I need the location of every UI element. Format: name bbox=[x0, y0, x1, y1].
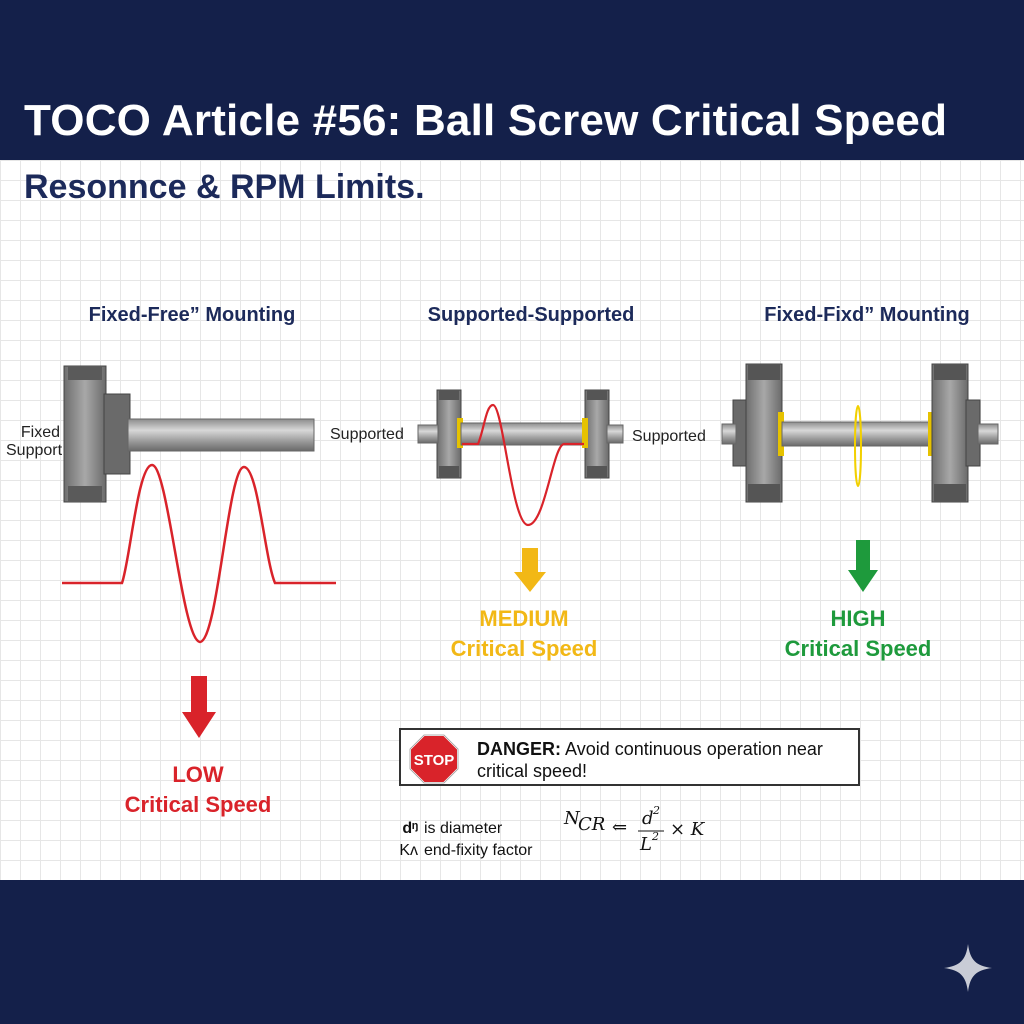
left-stub bbox=[417, 424, 439, 444]
left-bearing bbox=[457, 418, 463, 448]
high-arrow-icon bbox=[848, 540, 878, 592]
formula-times-k: × K bbox=[670, 819, 706, 840]
high-verdict-caption: Critical Speed bbox=[784, 636, 932, 661]
fixed-fixed-assembly bbox=[721, 363, 999, 592]
fixed-support-cap-top bbox=[68, 366, 102, 380]
medium-verdict-level: MEDIUM bbox=[479, 606, 569, 631]
formula-numerator: d bbox=[642, 808, 654, 829]
medium-speed-wave bbox=[462, 403, 584, 527]
low-arrow-icon bbox=[182, 676, 216, 738]
left-fixed-base bbox=[748, 484, 780, 502]
variable-definitions: dᵑ is diameter Kʌ end-fixity factor bbox=[392, 818, 532, 862]
right-stub bbox=[606, 424, 624, 444]
low-verdict-level: LOW bbox=[172, 762, 224, 787]
stop-sign-text: STOP bbox=[414, 752, 455, 769]
formula-lhs-sub: CR bbox=[578, 814, 605, 835]
danger-message: DANGER: Avoid continuous operation near … bbox=[477, 738, 857, 782]
formula-lhs: N bbox=[563, 808, 581, 829]
fixed-support-block bbox=[63, 365, 107, 503]
high-critical-speed: HIGH Critical Speed bbox=[728, 604, 988, 664]
danger-label: DANGER: bbox=[477, 739, 561, 759]
right-support-block bbox=[584, 389, 610, 479]
fixed-support-cap-bottom bbox=[68, 486, 102, 502]
low-speed-wave bbox=[62, 463, 336, 644]
right-fixed-stub bbox=[977, 423, 999, 445]
definition-diameter-text: is diameter bbox=[424, 820, 503, 837]
right-fixed-cap bbox=[934, 364, 966, 380]
right-fixed-block bbox=[931, 363, 969, 503]
fixed-support-label: Fixed Support bbox=[6, 424, 63, 460]
critical-speed-formula: N CR ⇐ d 2 L 2 × K bbox=[563, 804, 706, 855]
danger-warning-box: STOP DANGER: Avoid continuous operation … bbox=[399, 728, 860, 786]
right-fixed-base bbox=[934, 484, 966, 502]
definition-fixity-text: end-fixity factor bbox=[424, 842, 533, 859]
definition-diameter-symbol: dᵑ bbox=[402, 820, 418, 837]
footer-band bbox=[0, 880, 1024, 1024]
stop-sign-icon: STOP bbox=[409, 734, 459, 784]
definition-fixity: Kʌ end-fixity factor bbox=[392, 840, 532, 862]
fixed-support-label-line1: Fixed bbox=[20, 424, 60, 441]
left-fixed-block bbox=[745, 363, 783, 503]
page-subtitle: Resonnce & RPM Limits. bbox=[24, 168, 425, 206]
right-support-base bbox=[587, 466, 607, 478]
low-verdict-caption: Critical Speed bbox=[124, 792, 272, 817]
supported-label-panel3: Supported bbox=[632, 428, 706, 445]
definition-fixity-symbol: Kʌ bbox=[399, 842, 418, 859]
page-title: TOCO Article #56: Ball Screw Critical Sp… bbox=[24, 96, 948, 145]
high-verdict-level: HIGH bbox=[830, 606, 886, 631]
panel-title-fixed-fixed: Fixed-Fixd” Mounting bbox=[764, 304, 970, 326]
vibration-blur-icon bbox=[854, 405, 862, 487]
formula-denominator-exp: 2 bbox=[651, 830, 659, 843]
left-fixed-cap bbox=[748, 364, 780, 380]
fixed-support-label-line2: Support bbox=[6, 442, 63, 459]
right-fixed-bearing bbox=[928, 412, 934, 456]
right-bearing bbox=[582, 418, 588, 448]
left-fixed-bearing bbox=[778, 412, 784, 456]
fixed-free-assembly bbox=[62, 365, 336, 644]
panel-title-supported-supported: Supported-Supported bbox=[427, 304, 635, 326]
formula-numerator-exp: 2 bbox=[652, 804, 660, 817]
header-band bbox=[0, 0, 1024, 160]
medium-critical-speed: MEDIUM Critical Speed bbox=[394, 604, 654, 664]
supported-label-panel2: Supported bbox=[330, 426, 404, 443]
low-critical-speed: LOW Critical Speed bbox=[68, 760, 328, 820]
formula-denominator: L bbox=[639, 834, 652, 855]
fixed-support-flange bbox=[103, 393, 131, 475]
medium-arrow-icon bbox=[514, 548, 546, 592]
left-support-cap bbox=[439, 390, 459, 400]
left-fixed-stub bbox=[721, 423, 737, 445]
supported-supported-assembly bbox=[417, 389, 624, 592]
sparkle-icon bbox=[944, 944, 992, 992]
right-support-cap bbox=[587, 390, 607, 400]
formula-operator: ⇐ bbox=[612, 817, 627, 838]
danger-text: Avoid continuous operation near critical… bbox=[477, 739, 823, 781]
ball-screw-shaft bbox=[127, 418, 315, 452]
ball-screw-shaft-3 bbox=[781, 421, 935, 447]
panel-title-fixed-free: Fixed-Free” Mounting bbox=[88, 304, 296, 326]
definition-diameter: dᵑ is diameter bbox=[392, 818, 532, 840]
medium-verdict-caption: Critical Speed bbox=[450, 636, 598, 661]
left-support-base bbox=[439, 466, 459, 478]
